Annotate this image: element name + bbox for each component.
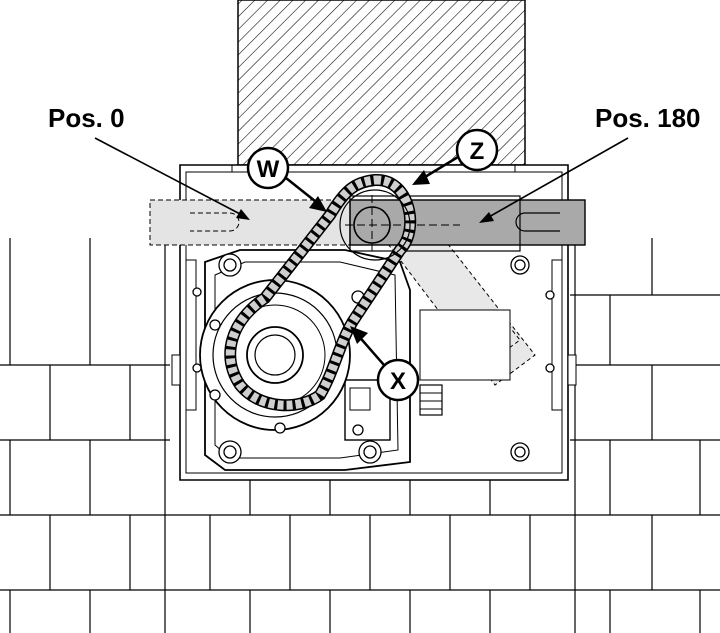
brick-wall-left <box>0 238 170 633</box>
callout-x: X <box>350 326 420 402</box>
label-pos0: Pos. 0 <box>48 103 250 220</box>
paving-bottom <box>170 480 570 633</box>
lever-arm-intermediate <box>384 214 536 386</box>
callout-w: W <box>246 146 327 212</box>
pos0-text: Pos. 0 <box>48 103 125 133</box>
bolts <box>192 253 555 464</box>
brick-wall-right <box>570 238 720 633</box>
callout-z-text: Z <box>470 138 485 165</box>
lever-arm-pos180 <box>345 195 586 255</box>
label-pos180: Pos. 180 <box>479 103 701 223</box>
callout-z: Z <box>412 128 499 185</box>
pos180-text: Pos. 180 <box>595 103 701 133</box>
chain-drive <box>224 174 417 412</box>
callout-w-text: W <box>257 156 280 183</box>
callout-x-text: X <box>390 368 406 395</box>
